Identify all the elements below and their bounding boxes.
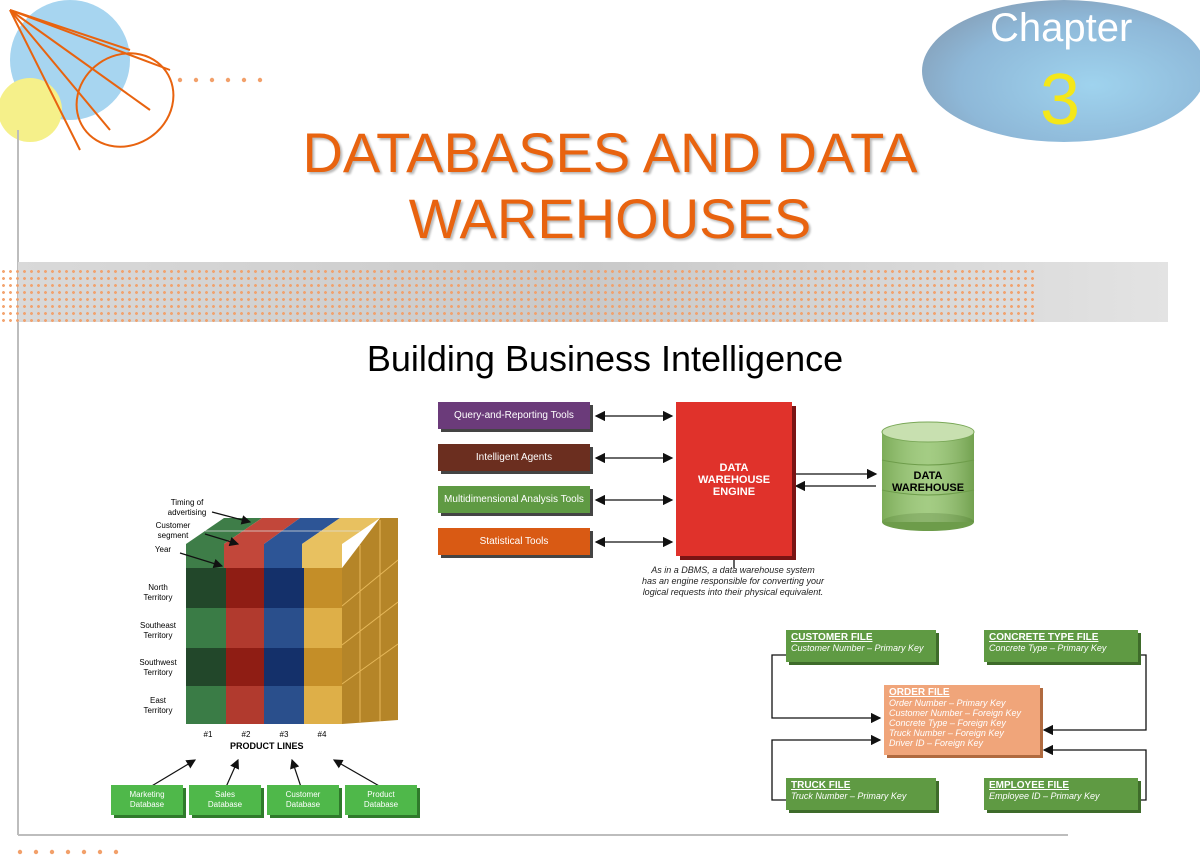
tool-multidimensional-analysis: Multidimensional Analysis Tools — [438, 486, 590, 513]
tool-query-reporting: Query-and-Reporting Tools — [438, 402, 590, 429]
label-customer-segment: Customer segment — [142, 521, 204, 541]
territory-east: East Territory — [130, 696, 186, 716]
product-line-1: Product — [367, 790, 395, 799]
yellow-circle-decoration — [0, 78, 62, 142]
order-key-3: Concrete Type – Foreign Key — [889, 718, 1006, 728]
order-key-1: Order Number – Primary Key — [889, 698, 1006, 708]
segment-line-2: segment — [157, 531, 189, 540]
truck-file-name: TRUCK FILE — [791, 780, 851, 791]
product-number-3: #3 — [279, 730, 289, 739]
sales-line-1: Sales — [214, 790, 235, 799]
product-lines-axis: PRODUCT LINES — [230, 741, 304, 751]
data-warehouse-label: DATA WAREHOUSE — [882, 470, 974, 494]
caption-line-3: logical requests into their physical equ… — [642, 587, 824, 597]
segment-line-1: Customer — [155, 521, 191, 530]
caption-line-1: As in a DBMS, a data warehouse system — [651, 565, 815, 575]
customer-file-key: Customer Number – Primary Key — [791, 643, 924, 653]
order-file: ORDER FILE Order Number – Primary Key Cu… — [884, 685, 1040, 755]
customer-database: Customer Database — [267, 785, 339, 815]
east-line-2: Territory — [143, 706, 173, 715]
data-warehouse-cylinder — [881, 421, 975, 531]
chapter-badge — [922, 0, 1200, 142]
employee-file-key: Employee ID – Primary Key — [989, 791, 1100, 801]
customer-file-name: CUSTOMER FILE — [791, 632, 873, 643]
marketing-database: Marketing Database — [111, 785, 183, 815]
timing-line-1: Timing of — [170, 498, 204, 507]
engine-label-1: DATA — [719, 462, 749, 474]
southeast-line-1: Southeast — [139, 621, 177, 630]
truck-file-key: Truck Number – Primary Key — [791, 791, 907, 801]
engine-label-2: WAREHOUSE — [697, 474, 771, 486]
order-key-4: Truck Number – Foreign Key — [889, 728, 1004, 738]
chapter-number: 3 — [1040, 60, 1081, 140]
order-key-5: Driver ID – Foreign Key — [889, 738, 984, 748]
product-number-1: #1 — [203, 730, 213, 739]
dotted-line-top — [177, 77, 263, 83]
slide-title: DATABASES AND DATA WAREHOUSES — [140, 120, 1080, 252]
tool-intelligent-agents: Intelligent Agents — [438, 444, 590, 471]
employee-file-name: EMPLOYEE FILE — [989, 780, 1070, 791]
title-line-2: WAREHOUSES — [408, 187, 812, 250]
product-number-4: #4 — [317, 730, 327, 739]
east-line-1: East — [149, 696, 166, 705]
data-warehouse-engine: DATA WAREHOUSE ENGINE — [676, 402, 792, 556]
timing-line-2: advertising — [167, 508, 207, 517]
product-database: Product Database — [345, 785, 417, 815]
slide-subtitle: Building Business Intelligence — [366, 338, 844, 379]
product-line-2: Database — [363, 800, 399, 809]
marketing-line-2: Database — [129, 800, 165, 809]
sales-line-2: Database — [207, 800, 243, 809]
label-timing-advertising: Timing of advertising — [152, 498, 222, 518]
territory-southwest: Southwest Territory — [130, 658, 186, 678]
customer-db-line-1: Customer — [285, 790, 321, 799]
order-key-2: Customer Number – Foreign Key — [889, 708, 1022, 718]
tool-statistical: Statistical Tools — [438, 528, 590, 555]
truck-file: TRUCK FILE Truck Number – Primary Key — [786, 778, 936, 810]
territory-southeast: Southeast Territory — [130, 621, 186, 641]
warehouse-label-1: DATA — [913, 470, 943, 482]
label-year: Year — [154, 545, 172, 554]
southwest-line-1: Southwest — [139, 658, 177, 667]
engine-label-3: ENGINE — [712, 486, 756, 498]
concrete-type-file: CONCRETE TYPE FILE Concrete Type – Prima… — [984, 630, 1138, 662]
customer-db-line-2: Database — [285, 800, 321, 809]
title-band-dots — [0, 268, 1035, 322]
concrete-file-key: Concrete Type – Primary Key — [989, 643, 1107, 653]
dotted-line-bottom — [17, 849, 119, 855]
north-line-1: North — [148, 583, 168, 592]
order-file-name: ORDER FILE — [889, 687, 950, 698]
product-number-2: #2 — [241, 730, 251, 739]
warehouse-label-2: WAREHOUSE — [891, 482, 965, 494]
title-line-1: DATABASES AND DATA — [302, 121, 918, 184]
cone-icon — [9, 9, 175, 151]
employee-file: EMPLOYEE FILE Employee ID – Primary Key — [984, 778, 1138, 810]
caption-line-2: has an engine responsible for converting… — [641, 576, 825, 586]
southwest-line-2: Territory — [143, 668, 173, 677]
concrete-file-name: CONCRETE TYPE FILE — [989, 632, 1099, 643]
southeast-line-2: Territory — [143, 631, 173, 640]
engine-caption: As in a DBMS, a data warehouse system ha… — [608, 565, 858, 598]
sales-database: Sales Database — [189, 785, 261, 815]
marketing-line-1: Marketing — [129, 790, 165, 799]
territory-north: North Territory — [130, 583, 186, 603]
chapter-label: Chapter — [990, 6, 1133, 50]
customer-file: CUSTOMER FILE Customer Number – Primary … — [786, 630, 936, 662]
north-line-2: Territory — [143, 593, 173, 602]
